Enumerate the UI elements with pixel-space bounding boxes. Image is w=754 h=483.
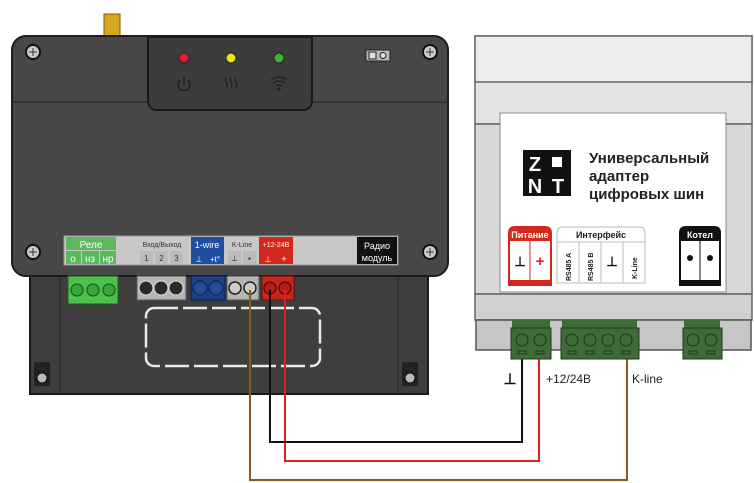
radio-label-2: модуль xyxy=(362,253,393,263)
relay-nr-label: нр xyxy=(102,254,114,265)
adapter-power-terminal xyxy=(510,320,552,360)
power-gnd-label: ⊥ xyxy=(265,255,272,264)
antenna-connector xyxy=(103,13,121,39)
iface-kline-label: K-Line xyxy=(632,257,639,279)
kline-terminal xyxy=(226,275,260,301)
svg-text:T: T xyxy=(552,176,564,198)
power-led xyxy=(178,52,190,64)
ground-wire xyxy=(269,290,523,443)
power-terminal xyxy=(261,275,295,301)
boiler-marking: Котел xyxy=(679,226,721,286)
interface-label: Интерфейс xyxy=(576,230,626,240)
screw-icon xyxy=(422,44,438,60)
iface-rs485a-label: RS485 A xyxy=(566,253,573,281)
adapter-power-gnd: ⊥ xyxy=(514,254,525,269)
io-terminal xyxy=(136,275,187,301)
screw-icon xyxy=(422,244,438,260)
cable-window xyxy=(144,306,322,368)
iface-rs485b-label: RS485 B xyxy=(588,253,595,281)
adapter-interface-terminal xyxy=(560,320,640,360)
power-icon xyxy=(177,76,191,92)
onewire-temp-label: +t° xyxy=(210,255,220,264)
io-2-label: 2 xyxy=(159,254,164,263)
indicator-panel xyxy=(147,36,313,111)
svg-text:Z: Z xyxy=(529,154,541,176)
onewire-terminal xyxy=(190,275,226,301)
relay-o-label: о xyxy=(70,254,76,265)
wires xyxy=(249,290,628,481)
power-marking: Питание ⊥ + xyxy=(508,226,552,286)
onewire-label: 1-wire xyxy=(195,240,220,250)
ground-wire-label: ⊥ xyxy=(503,371,516,388)
power-wire-label: +12/24В xyxy=(546,372,591,386)
iface-gnd-label: ⊥ xyxy=(606,254,617,269)
io-1-label: 1 xyxy=(144,254,149,263)
relay-nz-label: нз xyxy=(85,254,96,265)
relay-label: Реле xyxy=(80,240,103,251)
kline-label: K-Line xyxy=(232,242,252,249)
adapter: Z N T Универсальный адаптер цифровых шин… xyxy=(474,35,753,360)
mount-foot xyxy=(402,362,418,386)
relay-terminal xyxy=(67,275,119,305)
zont-logo: Z N T xyxy=(523,150,571,198)
onewire-gnd-label: ⊥ xyxy=(196,255,203,264)
io-label: Вход/Выход xyxy=(143,242,182,249)
kline-gnd-label: ⊥ xyxy=(231,254,238,263)
mount-foot xyxy=(34,362,50,386)
adapter-title-line-3: цифровых шин xyxy=(589,186,704,203)
adapter-power-plus: + xyxy=(536,253,545,270)
sim-slot-icon xyxy=(365,49,391,62)
svg-text:N: N xyxy=(528,176,542,198)
wifi-icon xyxy=(270,76,288,91)
radio-label: Радио xyxy=(364,241,390,251)
kline-signal-label: ● xyxy=(248,256,251,262)
kline-wire xyxy=(249,290,628,481)
screw-icon xyxy=(25,244,41,260)
kline-wire-label: K-line xyxy=(632,372,663,386)
heating-led xyxy=(225,52,237,64)
power-label: +12-24В xyxy=(263,242,290,249)
power-wire xyxy=(284,290,540,462)
adapter-power-label: Питание xyxy=(511,230,548,240)
interface-marking: Интерфейс RS485 A RS485 B ⊥ K-Line xyxy=(556,226,646,284)
adapter-title-line-1: Универсальный xyxy=(589,150,709,167)
adapter-boiler-terminal xyxy=(682,320,723,360)
io-3-label: 3 xyxy=(174,254,179,263)
controller: Реле о нз нр Вход/Выход 1 2 3 1-wire ⊥ +… xyxy=(11,13,449,395)
terminal-label-strip: Реле о нз нр Вход/Выход 1 2 3 1-wire ⊥ +… xyxy=(63,235,399,266)
network-led xyxy=(273,52,285,64)
screw-icon xyxy=(25,44,41,60)
heating-icon xyxy=(224,76,238,89)
adapter-title-line-2: адаптер xyxy=(589,168,649,185)
boiler-label: Котел xyxy=(687,230,713,240)
power-plus-label: + xyxy=(281,254,286,264)
